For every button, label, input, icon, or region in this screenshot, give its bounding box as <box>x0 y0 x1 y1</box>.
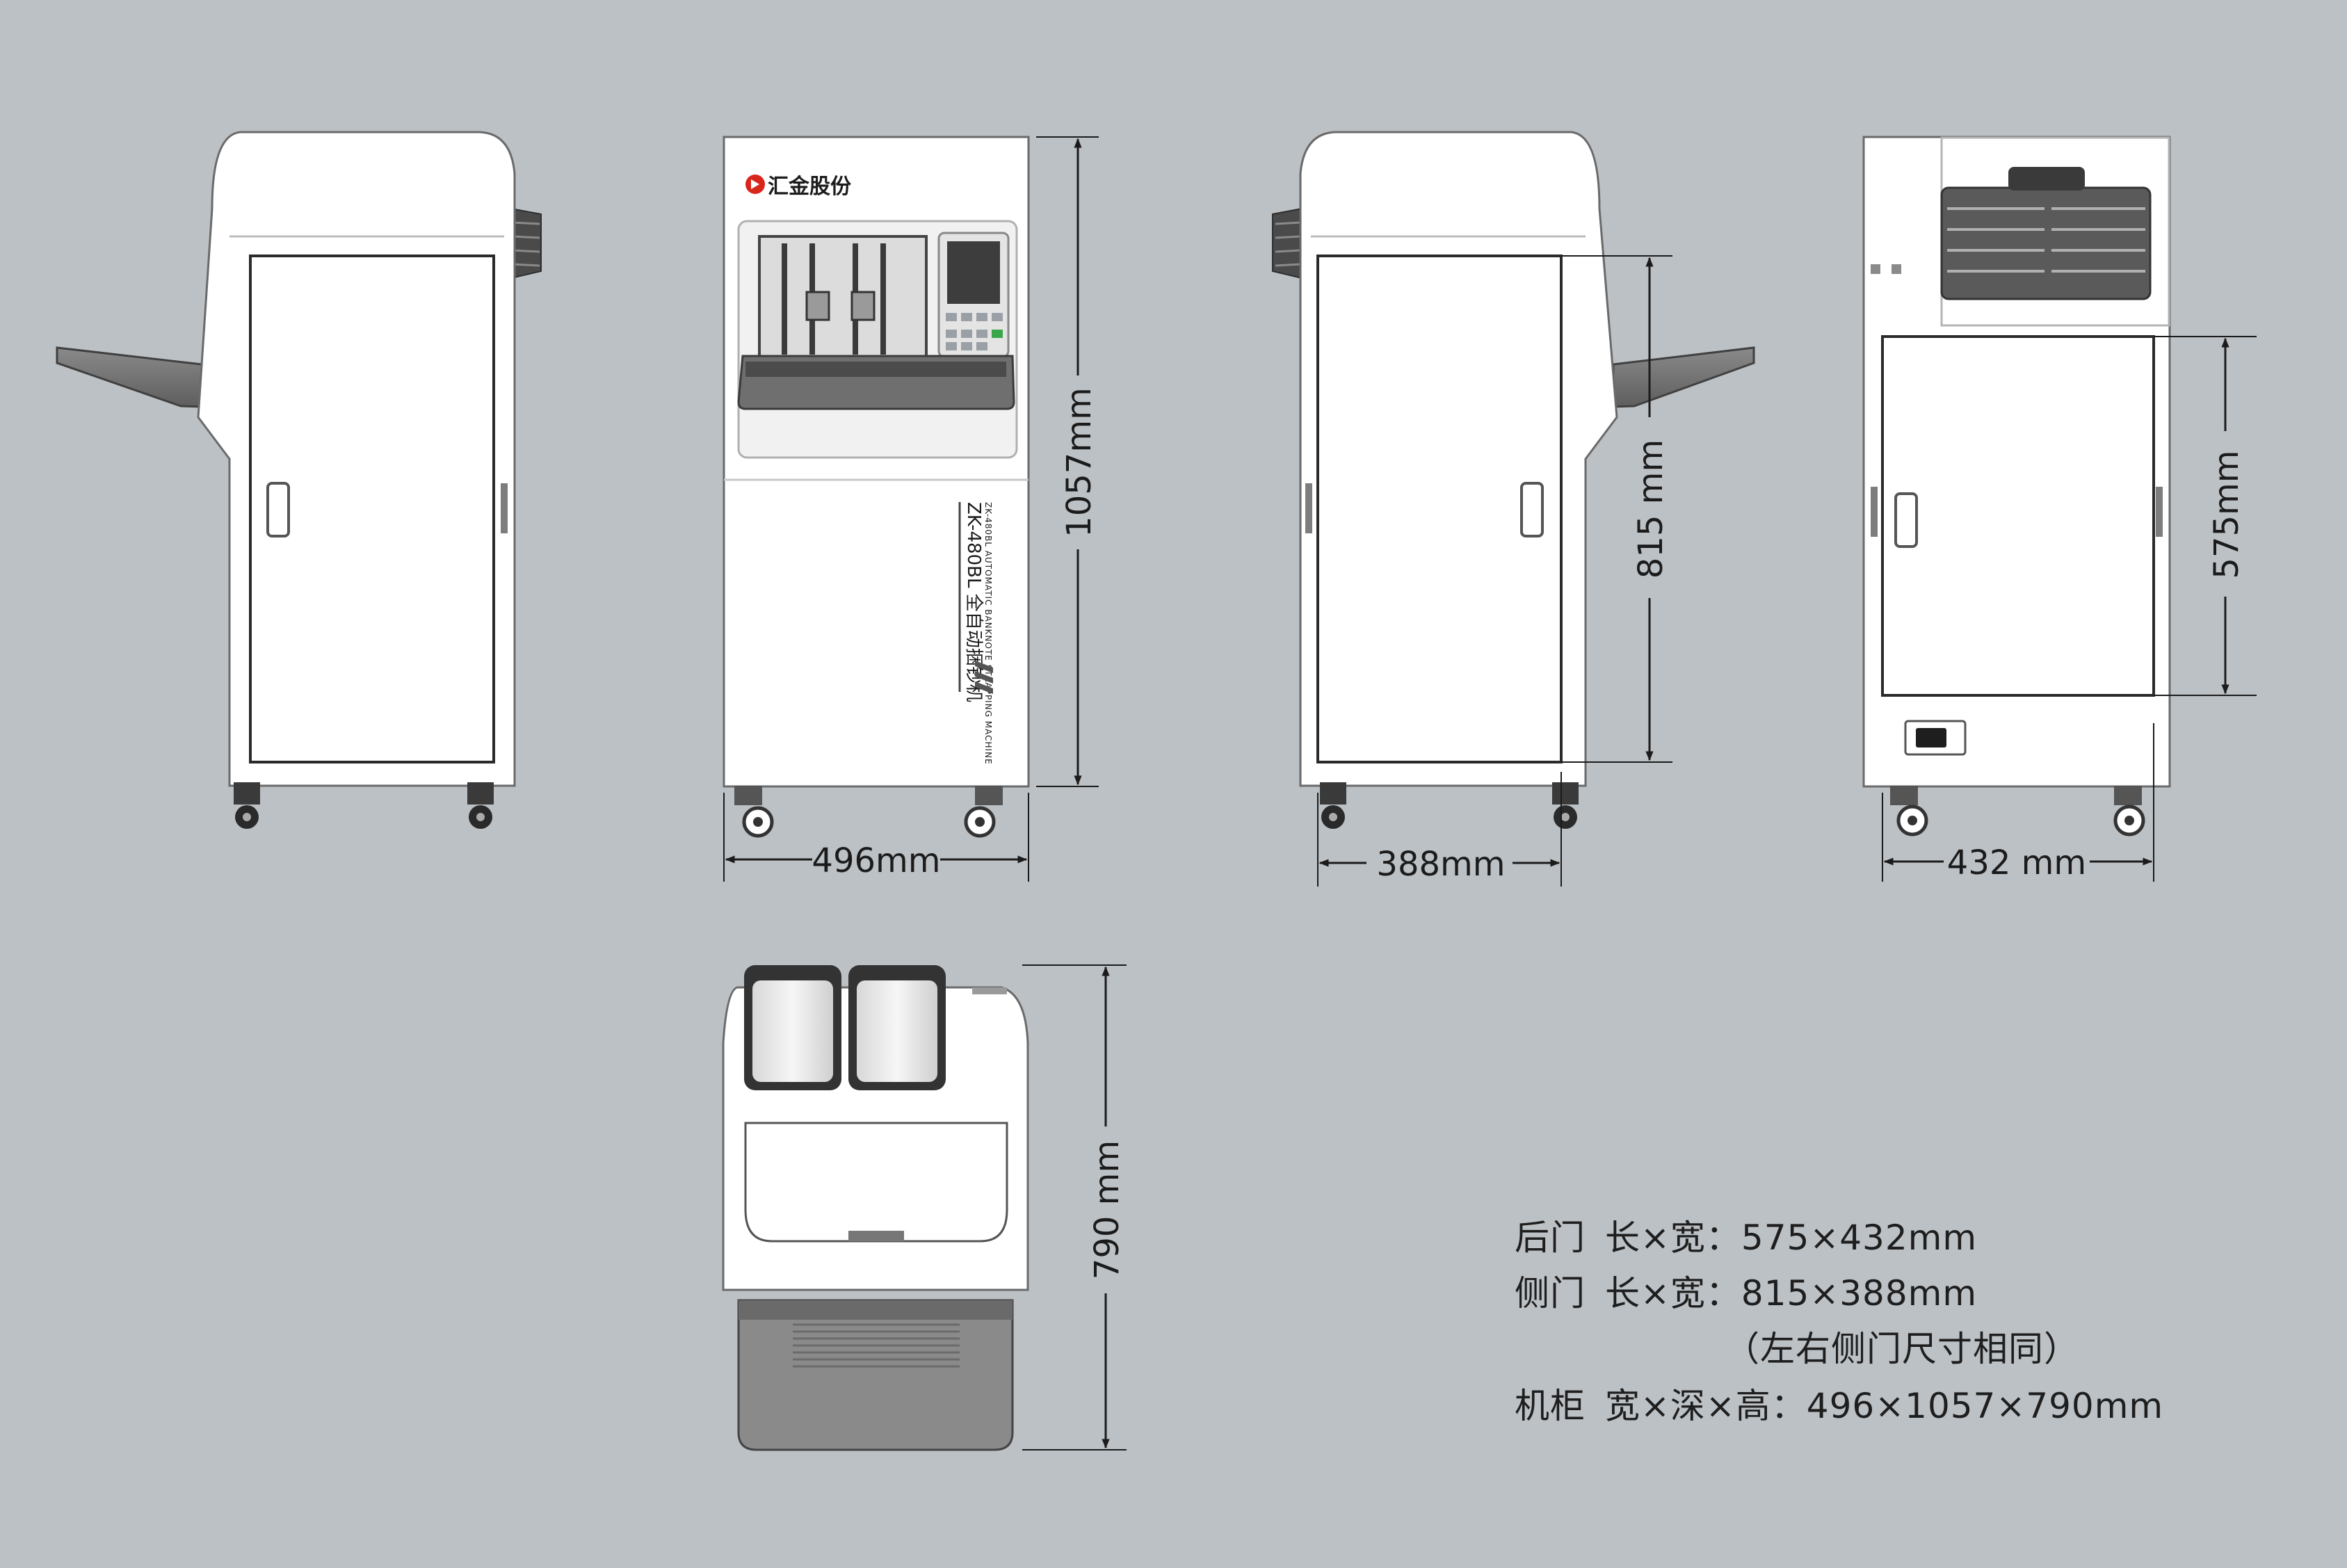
dim-rear-door-height: 575mm <box>2207 450 2246 579</box>
right-side-view: 388mm 815 mm <box>1272 131 1755 887</box>
dim-side-door-height: 815 mm <box>1631 439 1670 579</box>
top-tray-outline <box>744 1122 1008 1243</box>
model-label-english: ZK-480BL AUTOMATIC BANKNOTE STRAPPING MA… <box>983 502 993 765</box>
keypad-button <box>946 313 957 321</box>
output-tray <box>737 1299 1014 1451</box>
model-label: ZK-480BL 全自动捆钞机 <box>963 502 984 702</box>
keypad-button <box>961 313 972 321</box>
output-tray <box>1612 346 1755 408</box>
door-handle <box>1520 482 1544 538</box>
strap-drum <box>848 965 946 1090</box>
caster <box>964 786 1003 838</box>
front-view: 汇金股份 ZK-480BL 全自动 <box>723 136 1099 882</box>
spec-row-side-door: 侧门长×宽：815×388mm <box>1515 1273 1978 1314</box>
spec-row-rear-door: 后门长×宽：575×432mm <box>1515 1218 1978 1258</box>
caster <box>734 786 774 838</box>
strap-drum-housing <box>1940 186 2152 300</box>
caster <box>1552 782 1579 829</box>
dim-front-width: 496mm <box>812 841 940 880</box>
rear-port-icon <box>1871 264 1901 274</box>
door-handle <box>266 482 290 538</box>
dim-side-width: 388mm <box>1376 845 1505 884</box>
keypad-button <box>961 342 972 350</box>
caster <box>467 782 494 829</box>
side-door <box>249 254 495 763</box>
keypad-button <box>946 330 957 338</box>
dim-top-depth: 790 mm <box>1088 1140 1127 1279</box>
feeder-grill <box>1272 207 1302 280</box>
strap-drum <box>744 965 841 1090</box>
output-tray <box>56 346 203 408</box>
keypad-button <box>961 330 972 338</box>
keypad-button <box>976 313 987 321</box>
rear-view: 432 mm 575mm <box>1862 136 2257 882</box>
left-side-view <box>56 131 542 829</box>
keypad-button <box>946 342 957 350</box>
top-view: 790 mm <box>722 964 1127 1451</box>
display-screen <box>947 241 1000 304</box>
caster <box>1890 786 1928 836</box>
dim-front-height: 1057mm <box>1060 387 1099 538</box>
label-stripes-icon <box>975 661 993 694</box>
caster <box>2113 786 2145 836</box>
caster <box>1320 782 1346 829</box>
keypad-button <box>992 330 1003 338</box>
keypad-button <box>976 330 987 338</box>
keypad-button <box>992 313 1003 321</box>
rear-door <box>1881 335 2155 697</box>
spec-row-note: （左右侧门尺寸相同） <box>1725 1329 2079 1369</box>
dim-rear-width: 432 mm <box>1947 843 2086 882</box>
brand-logo-text: 汇金股份 <box>768 175 851 199</box>
power-socket-icon <box>1916 728 1946 747</box>
door-handle <box>1894 492 1918 548</box>
caster <box>234 782 260 829</box>
keypad-button <box>976 342 987 350</box>
spec-row-cabinet: 机柜宽×深×高：496×1057×790mm <box>1515 1386 2164 1426</box>
